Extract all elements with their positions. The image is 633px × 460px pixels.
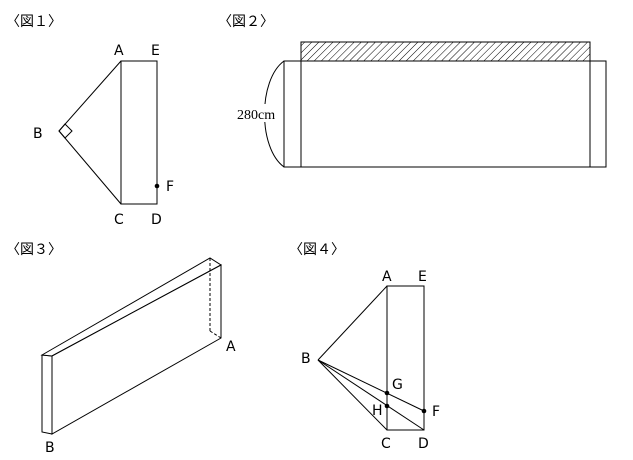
rectangle-aecd <box>120 60 158 205</box>
board-front-face <box>41 354 53 435</box>
label-d: D <box>151 212 162 228</box>
figure-4-title: 〈図４〉 <box>289 242 345 258</box>
label-b: B <box>301 351 311 367</box>
label-g: G <box>392 377 403 393</box>
triangle-abc <box>58 60 122 205</box>
label-f: F <box>432 404 440 420</box>
right-angle-marker <box>58 123 73 139</box>
label-c: C <box>381 436 391 452</box>
point-f <box>421 408 427 414</box>
dimension-label-bg <box>236 104 282 122</box>
hatched-surface <box>300 41 591 62</box>
segment-bd <box>317 359 425 431</box>
label-e: E <box>151 43 160 59</box>
label-d: D <box>418 436 429 452</box>
figure-4: 〈図４〉 A E B G H F C D <box>289 242 440 452</box>
dimension-label: 280cm <box>237 108 275 123</box>
figure-3: 〈図３〉 A B <box>6 242 236 456</box>
segment-bf <box>317 359 425 412</box>
rectangle-aecd <box>386 285 425 431</box>
figure-2: 〈図２〉 280cm <box>218 14 607 168</box>
label-b: B <box>45 440 55 456</box>
label-b: B <box>33 126 43 142</box>
label-e: E <box>418 269 427 285</box>
segment-bc <box>317 359 388 431</box>
point-f <box>154 183 160 189</box>
point-h <box>384 403 390 409</box>
label-a: A <box>114 43 124 59</box>
figure-2-title: 〈図２〉 <box>218 14 274 30</box>
label-a: A <box>382 269 392 285</box>
outer-box <box>283 60 607 168</box>
figure-1: 〈図１〉 A E B F C D <box>6 14 174 228</box>
segment-ba <box>317 285 388 361</box>
label-f: F <box>166 179 174 195</box>
board-side-face <box>51 264 222 435</box>
figure-3-title: 〈図３〉 <box>6 242 62 258</box>
hidden-edge-bottom <box>209 330 222 339</box>
label-a: A <box>226 339 236 355</box>
label-h: H <box>372 403 383 419</box>
label-c: C <box>114 212 124 228</box>
point-g <box>384 390 390 396</box>
figure-1-title: 〈図１〉 <box>6 14 62 30</box>
